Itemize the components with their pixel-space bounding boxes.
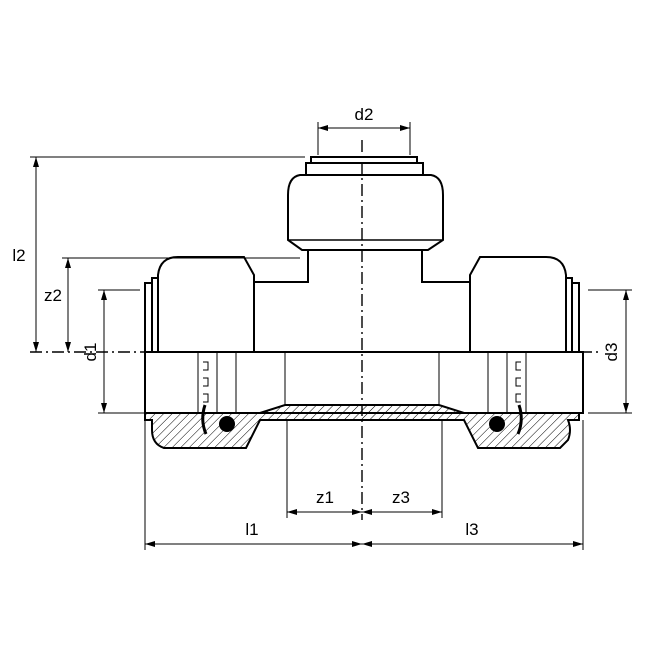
label-z3: z3: [392, 488, 410, 507]
label-d2: d2: [355, 105, 374, 124]
label-l3: l3: [465, 520, 478, 539]
label-z1: z1: [316, 488, 334, 507]
label-l1: l1: [245, 520, 258, 539]
dimension-labels: d2 l2 z2 d1 d3 z1 z3 l1 l3: [12, 105, 621, 539]
label-d1: d1: [81, 343, 100, 362]
label-z2: z2: [44, 286, 62, 305]
label-d3: d3: [602, 343, 621, 362]
dimension-lines: [30, 122, 632, 550]
fitting-body: [144, 156, 584, 449]
centerlines: [30, 140, 600, 520]
label-l2: l2: [12, 246, 25, 265]
